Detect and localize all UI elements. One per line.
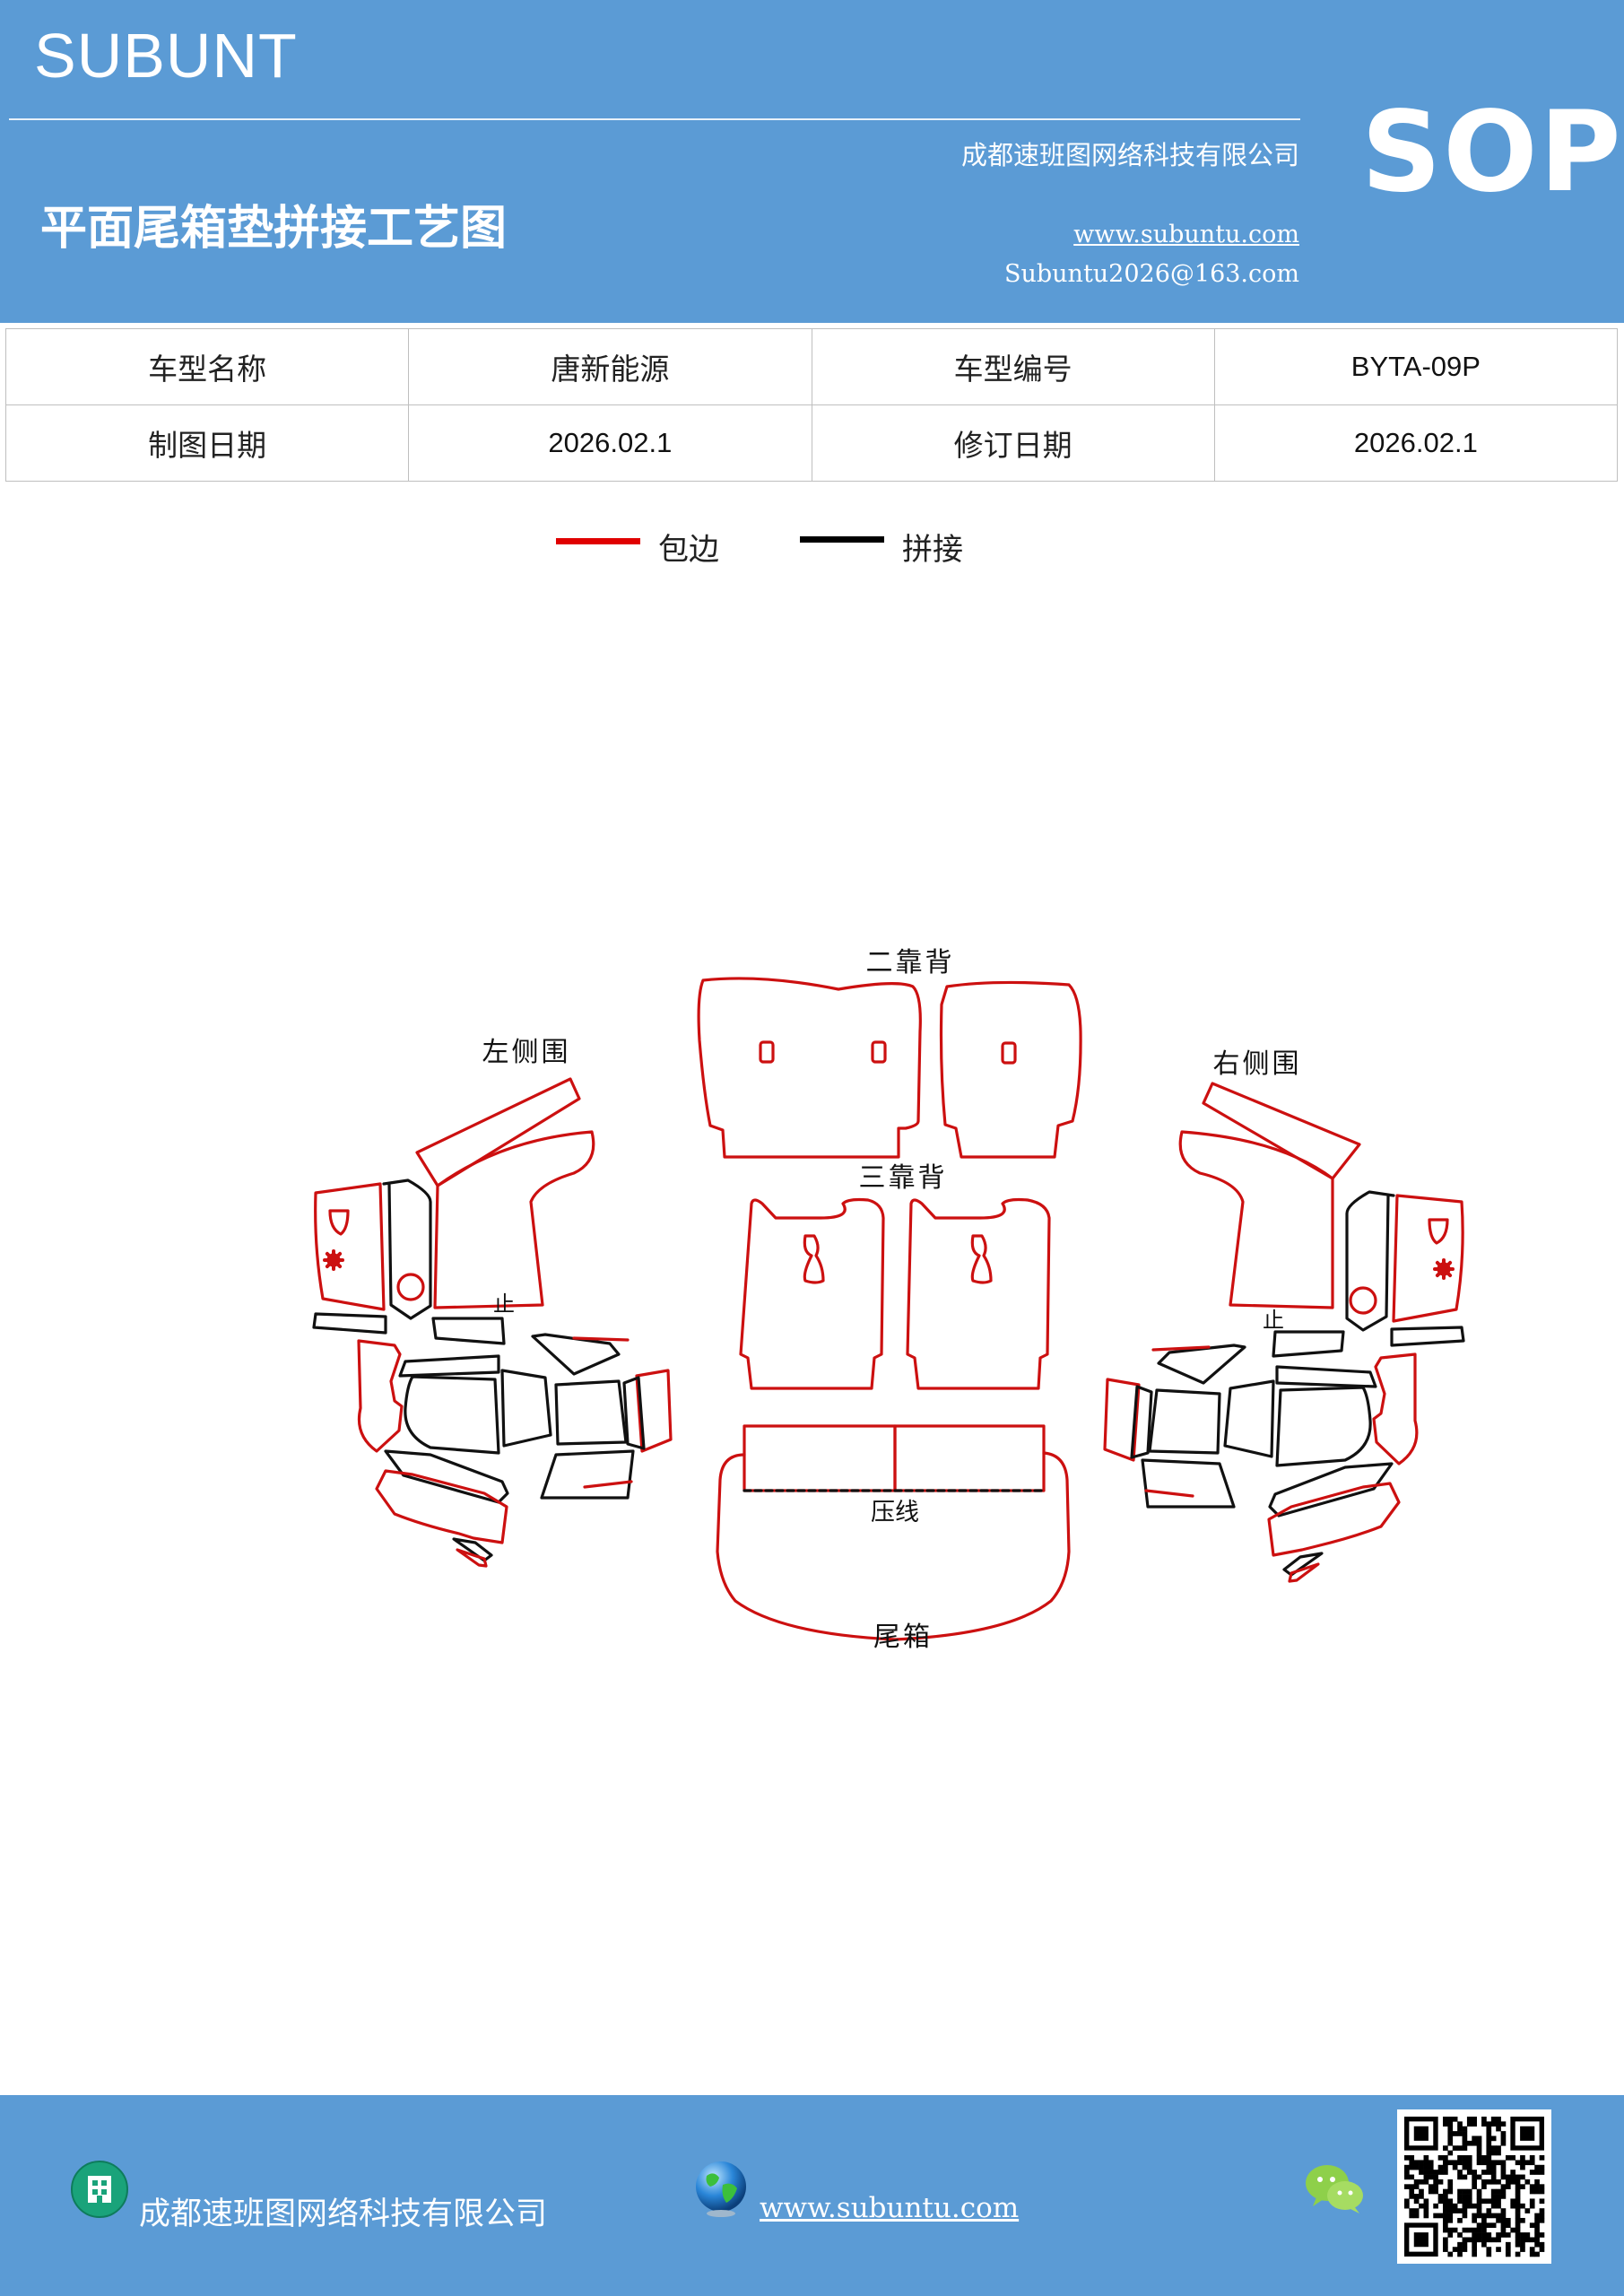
footer-banner: 成都速班图网络科技有限公司 www.subuntu.com [0, 2095, 1624, 2296]
table-cell: BYTA-09P [1213, 328, 1619, 405]
building-icon [71, 2161, 128, 2218]
globe-icon [696, 2161, 746, 2217]
label-stop-left: 止 [493, 1292, 515, 1317]
label-second-backrest: 二靠背 [866, 947, 955, 978]
table-cell: 车型编号 [811, 328, 1215, 405]
label-trunk: 尾箱 [873, 1622, 933, 1653]
splicing-diagram: 二靠背 左侧围 右侧围 三靠背 压线 尾箱 止 止 [312, 947, 1465, 1653]
legend-swatch-seam [800, 536, 884, 543]
label-press-line: 压线 [871, 1499, 919, 1526]
qr-code [1397, 2109, 1551, 2264]
sop-badge: SOP [1361, 88, 1623, 217]
legend-label-edge: 包边 [658, 532, 719, 568]
third-backrest-pieces [739, 1197, 1051, 1390]
label-right-side: 右侧围 [1213, 1048, 1302, 1080]
table-cell: 2026.02.1 [1213, 404, 1619, 482]
gear-icon [1433, 1258, 1455, 1280]
trunk-pieces [716, 1424, 1071, 1641]
left-side-pieces [312, 1077, 673, 1568]
vehicle-info-table: 车型名称 唐新能源 车型编号 BYTA-09P 制图日期 2026.02.1 修… [4, 328, 1619, 482]
document-title: 平面尾箱垫拼接工艺图 [40, 202, 508, 256]
table-row: 制图日期 2026.02.1 修订日期 2026.02.1 [4, 404, 1619, 482]
brand-name: SUBUNT [34, 21, 298, 91]
gear-icon [323, 1249, 344, 1271]
header-banner: SUBUNT 成都速班图网络科技有限公司 平面尾箱垫拼接工艺图 www.subu… [0, 0, 1624, 323]
label-left-side: 左侧围 [482, 1037, 571, 1068]
table-cell: 制图日期 [4, 404, 410, 482]
wechat-icon[interactable] [1304, 2161, 1367, 2215]
right-side-pieces [1103, 1082, 1465, 1583]
table-cell: 车型名称 [4, 328, 410, 405]
footer-company: 成都速班图网络科技有限公司 [139, 2196, 548, 2232]
header-website-link[interactable]: www.subuntu.com [1073, 221, 1299, 248]
header-divider [9, 118, 1300, 120]
table-cell: 修订日期 [811, 404, 1215, 482]
legend-label-seam: 拼接 [902, 532, 963, 568]
label-stop-right: 止 [1263, 1308, 1284, 1333]
table-cell: 唐新能源 [408, 328, 812, 405]
table-cell: 2026.02.1 [408, 404, 812, 482]
header-company: 成都速班图网络科技有限公司 [960, 140, 1299, 170]
label-third-backrest: 三靠背 [859, 1162, 948, 1194]
table-row: 车型名称 唐新能源 车型编号 BYTA-09P [4, 328, 1619, 405]
header-email: Subuntu2026@163.com [1004, 260, 1299, 288]
second-backrest-pieces [697, 977, 1082, 1159]
legend-swatch-edge [556, 538, 640, 544]
footer-website-link[interactable]: www.subuntu.com [760, 2192, 1020, 2224]
